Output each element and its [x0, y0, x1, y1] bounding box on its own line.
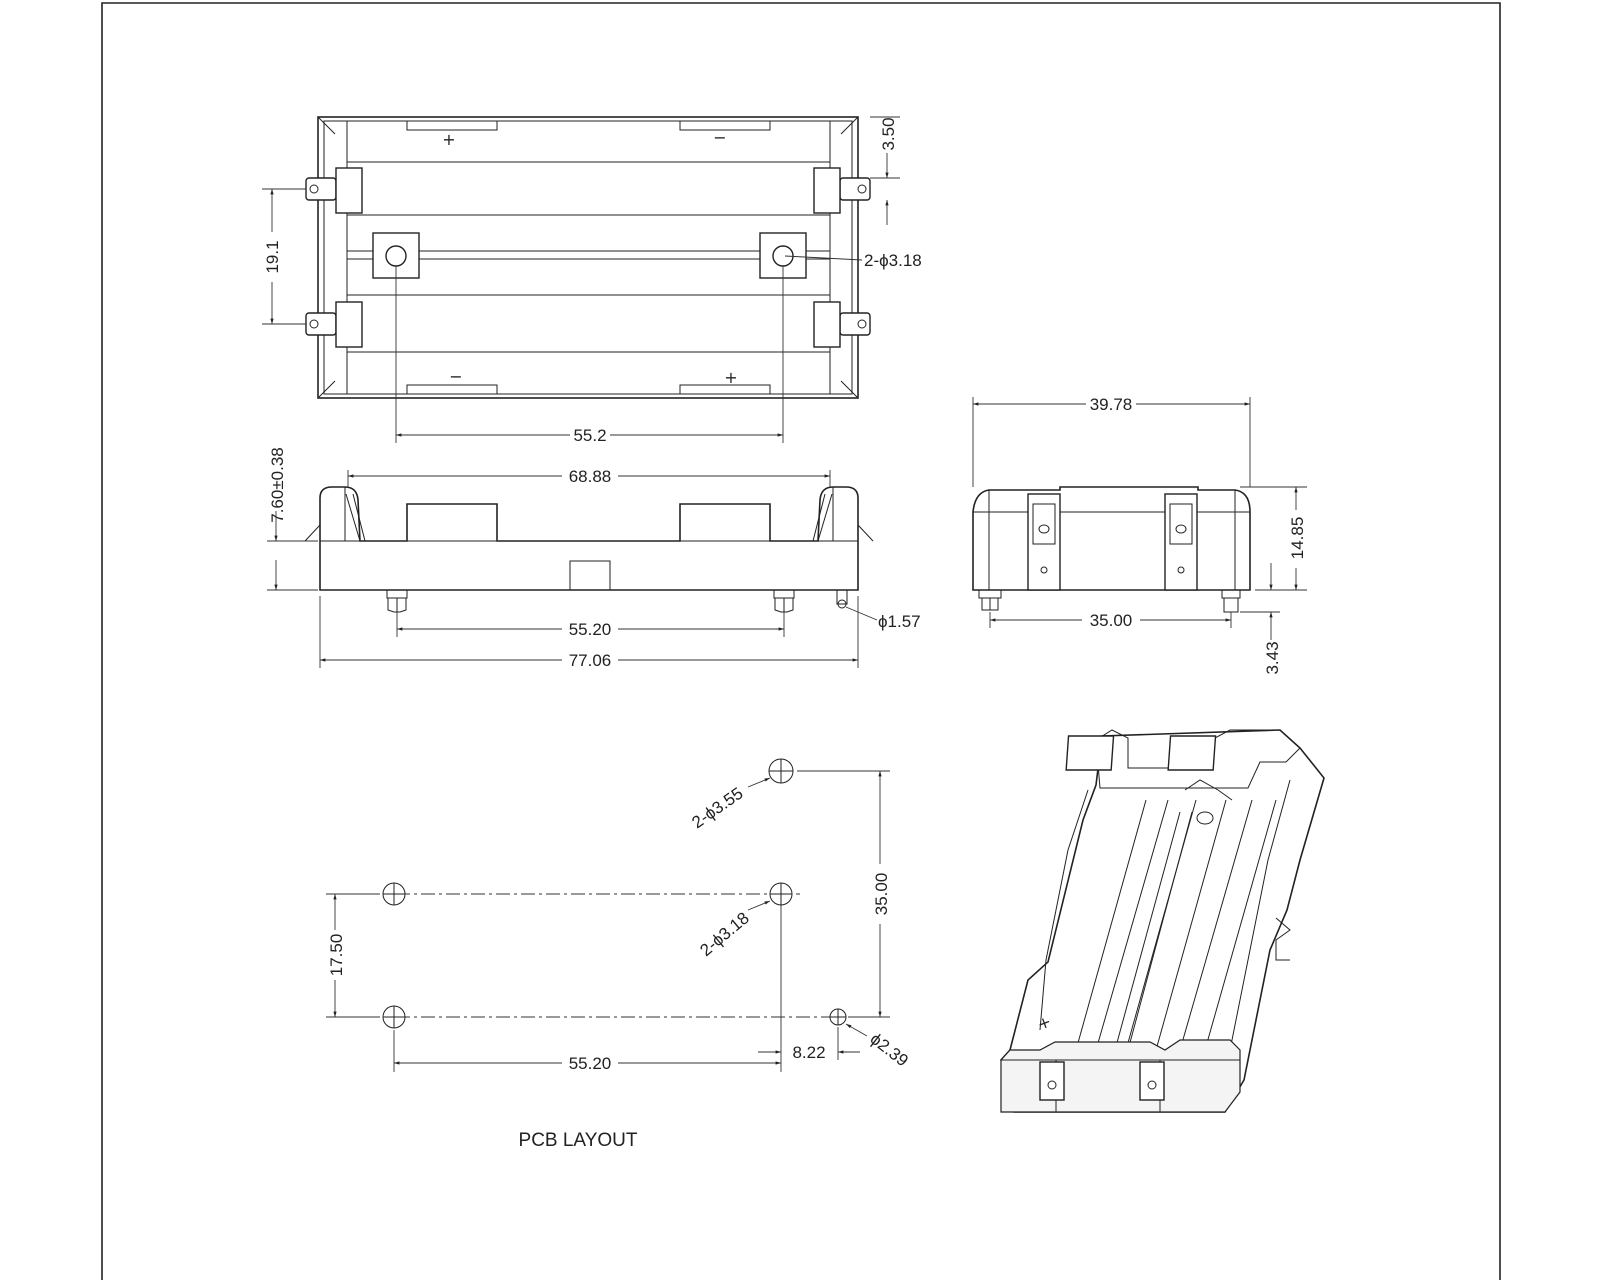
polarity-minus-top: −: [713, 128, 726, 147]
dim-holes-3-18: 2-ϕ3.18: [864, 251, 922, 270]
dim-3-50: 3.50: [879, 117, 898, 150]
dim-7-60: 7.60±0.38: [268, 447, 287, 523]
isometric-view: +: [1000, 729, 1325, 1113]
dim-55-20-front: 55.20: [569, 620, 612, 639]
dim-35-00-pcb: 35.00: [872, 873, 891, 916]
dim-55-2: 55.2: [573, 426, 606, 445]
dim-pin-1-57: ϕ1.57: [878, 612, 921, 631]
side-view: 39.78 14.85 35.00 3.43: [972, 395, 1307, 675]
dim-3-43: 3.43: [1263, 641, 1282, 674]
top-view: + − − + 3.50 19.1 2-ϕ3.18 55.2: [262, 116, 922, 445]
dim-8-22: 8.22: [792, 1043, 825, 1062]
polarity-minus-bottom: −: [449, 367, 462, 386]
dim-68-88: 68.88: [569, 467, 612, 486]
dim-holes-3-55: 2-ϕ3.55: [688, 784, 746, 833]
dim-35-00-side: 35.00: [1090, 611, 1133, 630]
pcb-layout-view: 35.00 17.50 55.20 8.22 2-ϕ3.55 2-ϕ3.18 ϕ…: [326, 758, 912, 1151]
dim-19-1: 19.1: [263, 240, 282, 273]
front-view: 7.60±0.38 68.88 55.20 77.06 ϕ1.57: [267, 447, 921, 670]
dim-17-50: 17.50: [327, 934, 346, 977]
polarity-plus-top: +: [442, 130, 455, 149]
dim-77-06: 77.06: [569, 651, 612, 670]
pcb-layout-title: PCB LAYOUT: [519, 1130, 638, 1151]
dim-55-20-pcb: 55.20: [569, 1054, 612, 1073]
sheet-border: [101, 2, 1501, 1280]
dim-39-78: 39.78: [1090, 395, 1133, 414]
dim-hole-2-39: ϕ2.39: [867, 1029, 912, 1070]
mount-hole-left: [385, 245, 407, 267]
polarity-plus-bottom: +: [724, 368, 737, 387]
iso-polarity-plus: +: [1035, 1012, 1054, 1034]
dim-14-85: 14.85: [1288, 517, 1307, 560]
dim-holes-3-18-pcb: 2-ϕ3.18: [696, 908, 752, 960]
